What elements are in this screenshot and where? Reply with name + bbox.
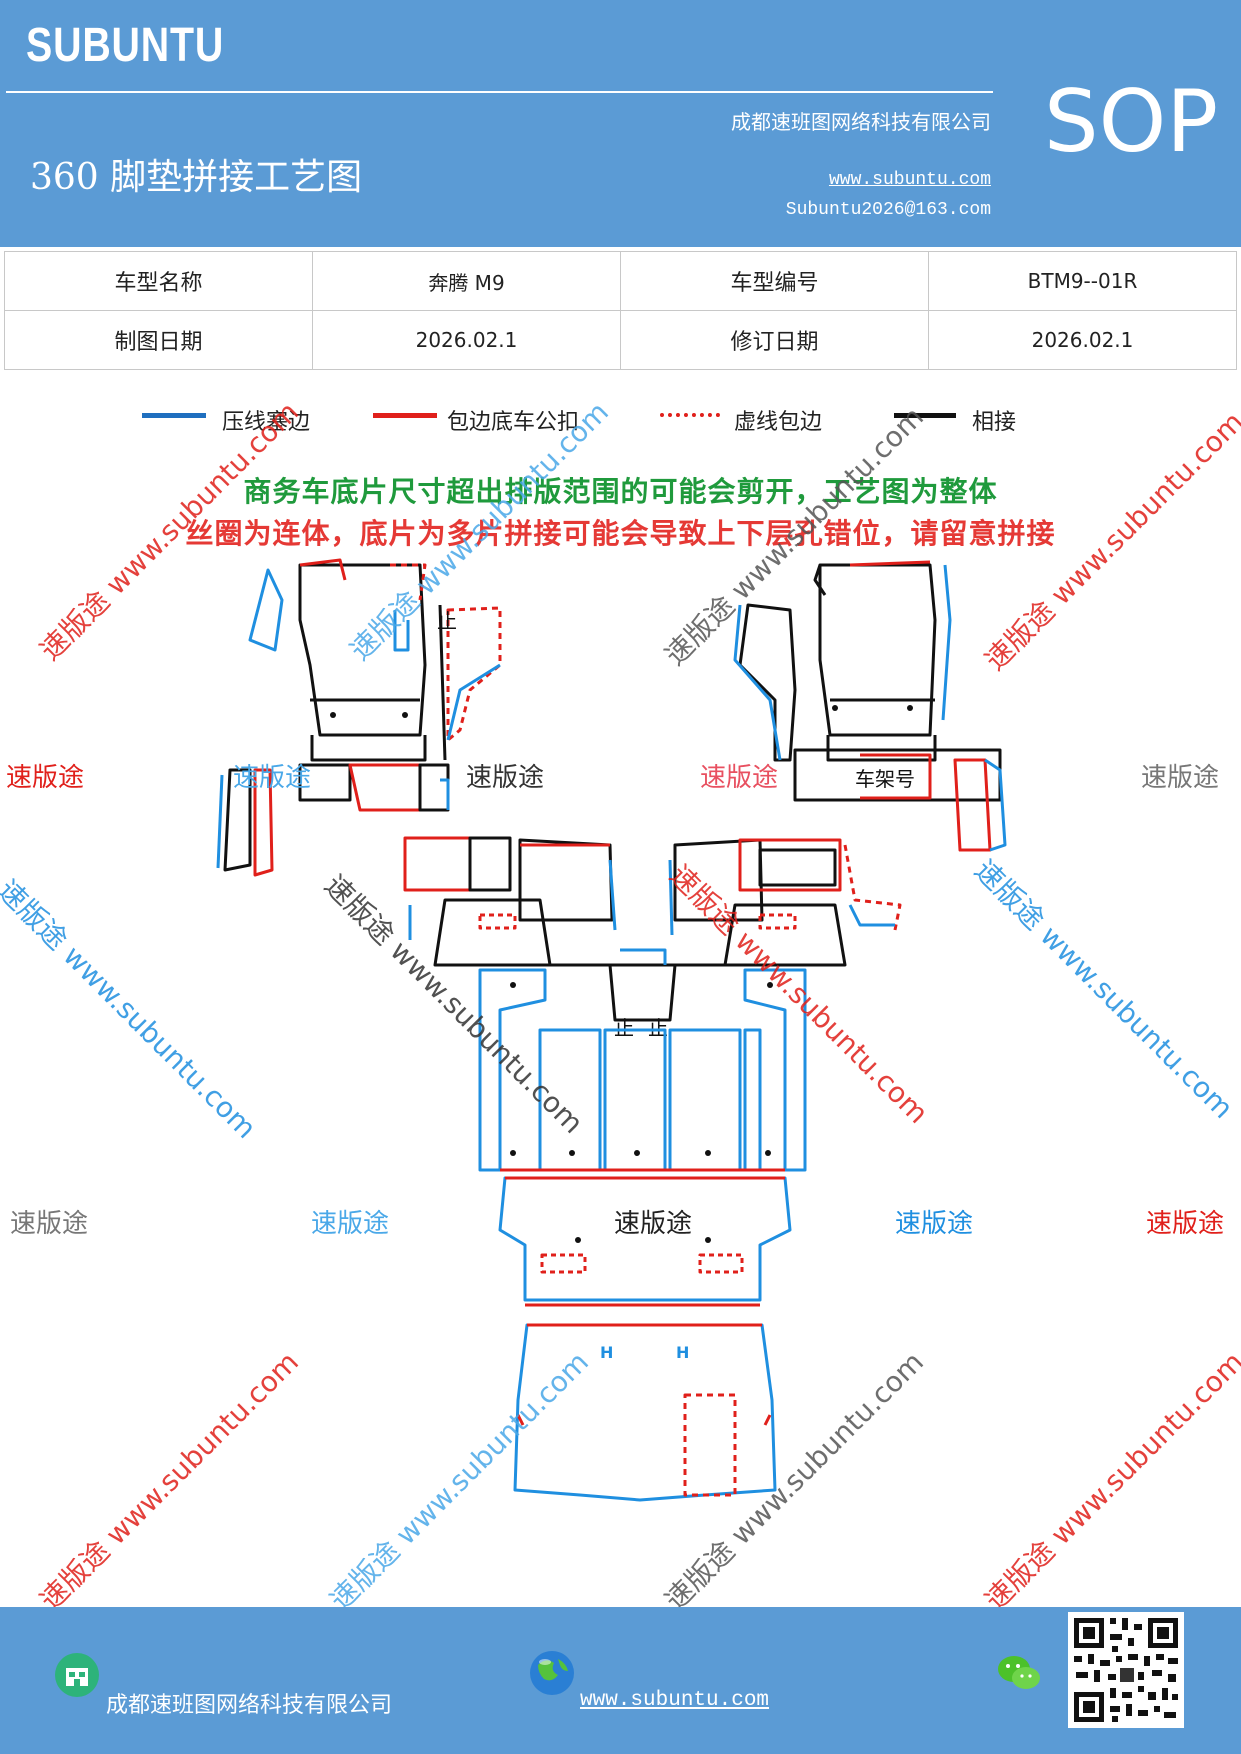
header-divider xyxy=(6,91,993,93)
stop-mark: 止 xyxy=(614,1016,634,1040)
draw-date-value: 2026.02.1 xyxy=(312,310,621,370)
contact-email[interactable]: Subuntu2026@163.com xyxy=(785,200,991,220)
wechat-icon[interactable] xyxy=(996,1652,1042,1694)
notice-line-2: 丝圈为连体，底片为多片拼接可能会导致上下层孔错位，请留意拼接 xyxy=(185,517,1056,550)
website-link[interactable]: www.subuntu.com xyxy=(828,170,991,190)
company-name: 成都速班图网络科技有限公司 xyxy=(731,110,991,134)
model-name-label: 车型名称 xyxy=(4,251,313,311)
model-name-value: 奔腾 M9 xyxy=(312,251,621,311)
watermark-text: 速版途 xyxy=(10,1209,89,1239)
legend-label-join: 相接 xyxy=(972,410,1017,435)
footer-company-name: 成都速班图网络科技有限公司 xyxy=(106,1693,393,1718)
h-mark: H xyxy=(676,1343,689,1362)
draw-date-label: 制图日期 xyxy=(4,310,313,370)
front-left-mat: 止 xyxy=(216,558,502,877)
third-row-mat xyxy=(498,1176,792,1307)
watermark-text: 速版途 xyxy=(233,763,312,793)
page-title: 360 脚垫拼接工艺图 xyxy=(30,157,363,198)
table-row: 车型名称 奔腾 M9 车型编号 BTM9--01R xyxy=(4,251,1237,311)
watermark-text: 速版途 xyxy=(466,763,545,793)
stop-mark: 止 xyxy=(437,609,457,633)
front-right-mat: 车架号 xyxy=(733,560,1007,852)
qr-code-icon xyxy=(1068,1612,1184,1728)
floor-mat-diagram: 止 车架号 xyxy=(216,558,1007,1502)
legend-label-press-edge: 压线塞边 xyxy=(222,410,311,435)
middle-left-mat xyxy=(403,836,617,967)
legend-label-wrap-edge: 包边底车公扣 xyxy=(447,410,580,435)
header-banner: SUBUNTU 360 脚垫拼接工艺图 成都速班图网络科技有限公司 www.su… xyxy=(0,0,1241,247)
frame-number-label: 车架号 xyxy=(855,767,915,791)
footer-website-link[interactable]: www.subuntu.com xyxy=(580,1689,770,1712)
notice-line-1: 商务车底片尺寸超出排版范围的可能会剪开，工艺图为整体 xyxy=(243,475,998,508)
watermark-text: 速版途 xyxy=(1146,1209,1225,1239)
vehicle-info-table: 车型名称 奔腾 M9 车型编号 BTM9--01R 制图日期 2026.02.1… xyxy=(4,251,1237,370)
revise-date-label: 修订日期 xyxy=(620,310,929,370)
watermark-text: 速版途 xyxy=(6,763,85,793)
watermark-text: 速版途 xyxy=(614,1209,693,1239)
company-icon xyxy=(55,1653,99,1697)
center-connector: 止 止 xyxy=(480,948,805,1040)
globe-icon xyxy=(530,1651,574,1695)
watermark-text: 速版途 xyxy=(700,763,779,793)
sop-badge: SOP xyxy=(1044,72,1219,172)
model-code-value: BTM9--01R xyxy=(928,251,1237,311)
h-mark: H xyxy=(600,1343,613,1362)
stop-mark: 止 xyxy=(648,1016,668,1040)
legend-label-dashed-wrap: 虚线包边 xyxy=(734,410,823,435)
model-code-label: 车型编号 xyxy=(620,251,929,311)
middle-right-mat xyxy=(668,838,902,967)
legend-swatch-blue xyxy=(142,413,206,418)
legend-swatch-black xyxy=(894,413,956,418)
watermark-text: 速版途 xyxy=(895,1209,974,1239)
trunk-mat: H H xyxy=(513,1323,777,1502)
second-row-mat xyxy=(478,968,807,1172)
revise-date-value: 2026.02.1 xyxy=(928,310,1237,370)
brand-logo-text: SUBUNTU xyxy=(26,19,225,72)
legend-swatch-red xyxy=(373,413,437,418)
legend-swatch-dashed xyxy=(660,413,720,417)
table-row: 制图日期 2026.02.1 修订日期 2026.02.1 xyxy=(4,310,1237,370)
watermark-text: 速版途 xyxy=(311,1209,390,1239)
watermark-text: 速版途 xyxy=(1141,763,1220,793)
footer-banner: 成都速班图网络科技有限公司 www.subuntu.com xyxy=(0,1607,1241,1754)
